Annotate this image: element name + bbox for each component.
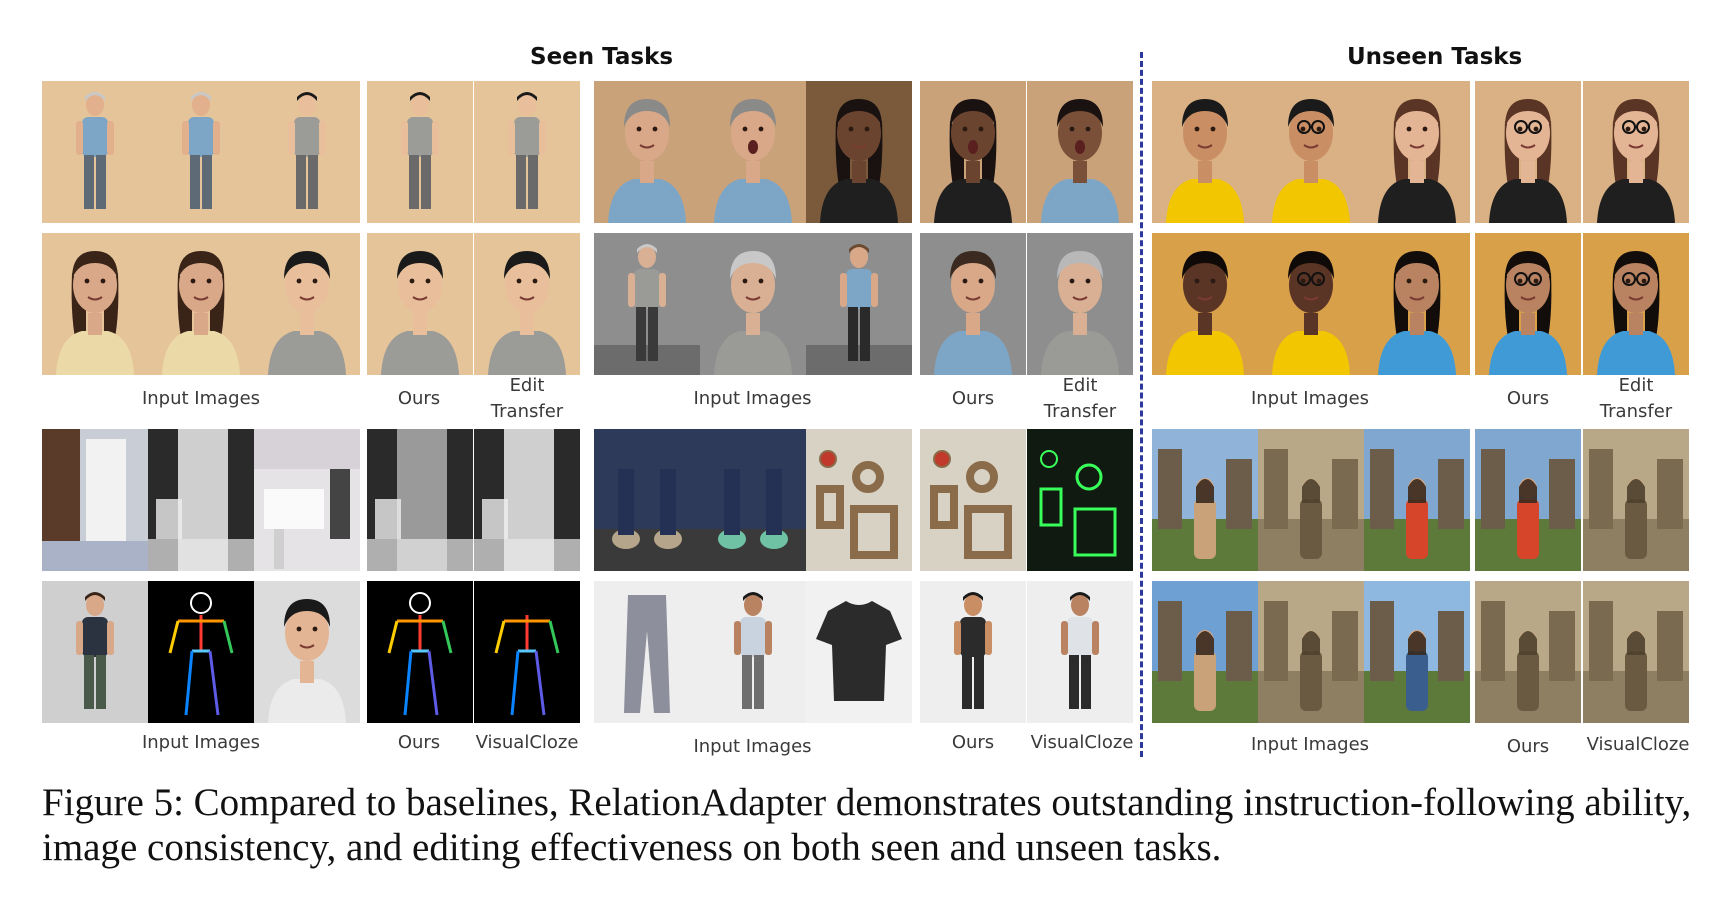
example-image (42, 81, 148, 223)
example-image (920, 581, 1026, 723)
example-image (1152, 581, 1258, 723)
example-image (920, 429, 1026, 571)
label-input-images: Input Images (1250, 734, 1370, 755)
example-image (1027, 233, 1133, 375)
example-image (1475, 81, 1581, 223)
label-input-images: Input Images (1250, 388, 1370, 409)
example-image (806, 81, 912, 223)
label-ours: Ours (397, 732, 441, 753)
example-image (367, 81, 473, 223)
label-edit-transfer: Edit Transfer (1027, 373, 1133, 425)
label-edit-transfer: Edit Transfer (1583, 373, 1689, 425)
example-image (1475, 429, 1581, 571)
example-image (700, 429, 806, 571)
label-edit-transfer-line2: Transfer (1043, 401, 1117, 422)
figure-caption: Figure 5: Compared to baselines, Relatio… (42, 781, 1692, 869)
example-image (700, 233, 806, 375)
example-image (1475, 581, 1581, 723)
example-image (1258, 233, 1364, 375)
label-ours: Ours (397, 388, 441, 409)
unseen-tasks-header: Unseen Tasks (1347, 44, 1523, 70)
label-input-images: Input Images (693, 388, 812, 409)
example-image (254, 581, 360, 723)
seen-unseen-divider (1140, 52, 1143, 757)
example-image (474, 581, 580, 723)
label-edit-transfer: Edit Transfer (474, 373, 580, 425)
example-image (1027, 581, 1133, 723)
example-image (367, 429, 473, 571)
label-edit-transfer-line1: Edit (509, 375, 545, 396)
example-image (148, 81, 254, 223)
label-input-images: Input Images (141, 388, 261, 409)
example-image (806, 233, 912, 375)
example-image (474, 81, 580, 223)
example-image (1364, 233, 1470, 375)
example-image (594, 81, 700, 223)
example-image (1258, 429, 1364, 571)
label-visualcloze: VisualCloze (475, 732, 579, 753)
example-image (1364, 581, 1470, 723)
example-image (1364, 429, 1470, 571)
example-image (700, 581, 806, 723)
label-ours: Ours (951, 388, 995, 409)
example-image (700, 81, 806, 223)
example-image (254, 81, 360, 223)
example-image (254, 429, 360, 571)
example-image (1258, 581, 1364, 723)
example-image (42, 429, 148, 571)
label-visualcloze: VisualCloze (1586, 734, 1690, 755)
label-input-images: Input Images (693, 736, 812, 757)
example-image (1583, 581, 1689, 723)
example-image (1475, 233, 1581, 375)
example-image (148, 233, 254, 375)
example-image (1583, 81, 1689, 223)
example-image (1583, 233, 1689, 375)
example-image (1152, 81, 1258, 223)
label-ours: Ours (1506, 736, 1550, 757)
example-image (920, 81, 1026, 223)
example-image (254, 233, 360, 375)
example-image (806, 429, 912, 571)
example-image (806, 581, 912, 723)
example-image (148, 429, 254, 571)
example-image (1152, 233, 1258, 375)
label-edit-transfer-line2: Transfer (1599, 401, 1673, 422)
example-image (920, 233, 1026, 375)
example-image (1027, 81, 1133, 223)
label-edit-transfer-line1: Edit (1618, 375, 1654, 396)
example-image (594, 429, 700, 571)
example-image (42, 233, 148, 375)
example-image (1258, 81, 1364, 223)
label-visualcloze: VisualCloze (1030, 732, 1134, 753)
example-image (1583, 429, 1689, 571)
example-image (367, 233, 473, 375)
example-image (594, 581, 700, 723)
example-image (474, 429, 580, 571)
example-image (474, 233, 580, 375)
example-image (1364, 81, 1470, 223)
label-ours: Ours (951, 732, 995, 753)
example-image (42, 581, 148, 723)
label-edit-transfer-line1: Edit (1062, 375, 1098, 396)
example-image (1152, 429, 1258, 571)
label-edit-transfer-line2: Transfer (490, 401, 564, 422)
example-image (594, 233, 700, 375)
seen-tasks-header: Seen Tasks (530, 44, 674, 70)
example-image (148, 581, 254, 723)
label-input-images: Input Images (141, 732, 261, 753)
label-ours: Ours (1506, 388, 1550, 409)
example-image (1027, 429, 1133, 571)
example-image (367, 581, 473, 723)
